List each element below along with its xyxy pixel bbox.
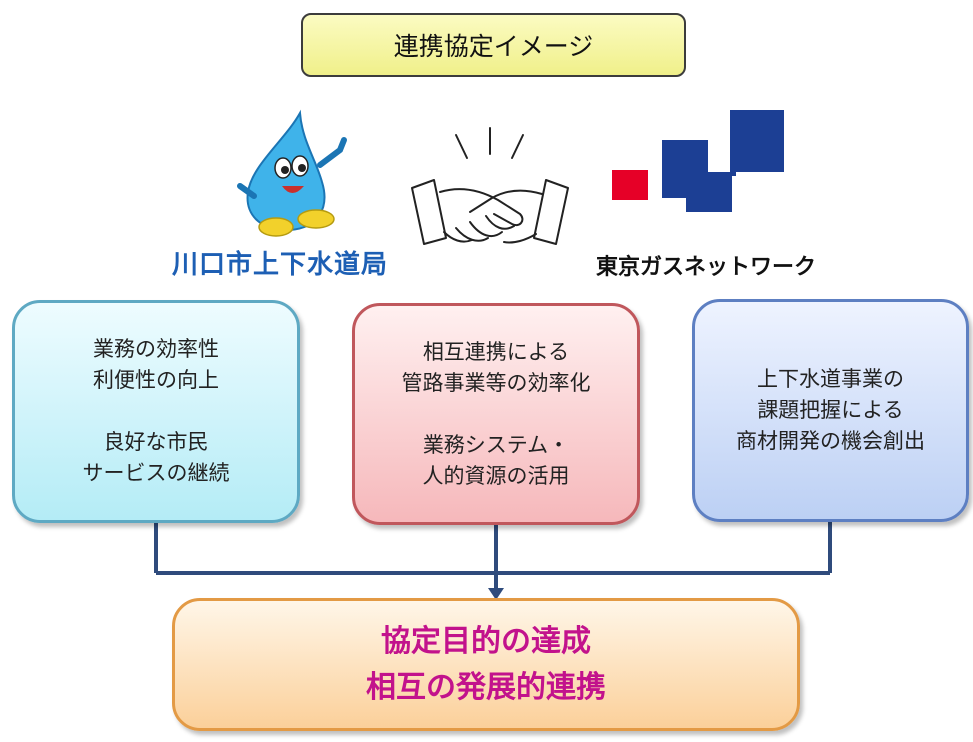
- card-left-line1: 業務の効率性: [93, 337, 219, 361]
- title-box: 連携協定イメージ: [301, 13, 686, 77]
- card-center-line1: 相互連携による: [422, 339, 570, 364]
- card-center-line4: 人的資源の活用: [422, 463, 570, 488]
- card-left: 業務の効率性 利便性の向上 良好な市民 サービスの継続: [12, 300, 300, 523]
- card-left-line3: 良好な市民: [103, 430, 209, 454]
- card-left-line4: サービスの継続: [82, 461, 230, 485]
- card-center-line3: 業務システム・: [422, 432, 570, 457]
- card-right-line1: 上下水道事業の: [757, 367, 904, 391]
- card-center-line2: 管路事業等の効率化: [401, 370, 591, 395]
- connector-lines: [154, 522, 832, 591]
- card-right-line3: 商材開発の機会創出: [736, 429, 925, 453]
- card-right: 上下水道事業の 課題把握による 商材開発の機会創出: [692, 299, 969, 522]
- tokyo-gas-network-name: 東京ガスネットワーク: [596, 255, 817, 280]
- result-line2: 相互の発展的連携: [366, 669, 606, 705]
- water-drop-mascot-icon: [237, 109, 347, 237]
- card-center: 相互連携による 管路事業等の効率化 業務システム・ 人的資源の活用: [352, 303, 640, 525]
- arrow-down-icon: [488, 588, 504, 600]
- result-line1: 協定目的の達成: [381, 623, 591, 659]
- result-box: 協定目的の達成 相互の発展的連携: [172, 598, 800, 731]
- tokyo-gas-logo-icon: [612, 110, 784, 212]
- handshake-icon: [411, 127, 569, 245]
- kawaguchi-waterworks-name: 川口市上下水道局: [172, 250, 389, 280]
- diagram-title: 連携協定イメージ: [393, 32, 594, 61]
- card-right-line2: 課題把握による: [757, 398, 904, 422]
- card-left-line2: 利便性の向上: [93, 368, 219, 392]
